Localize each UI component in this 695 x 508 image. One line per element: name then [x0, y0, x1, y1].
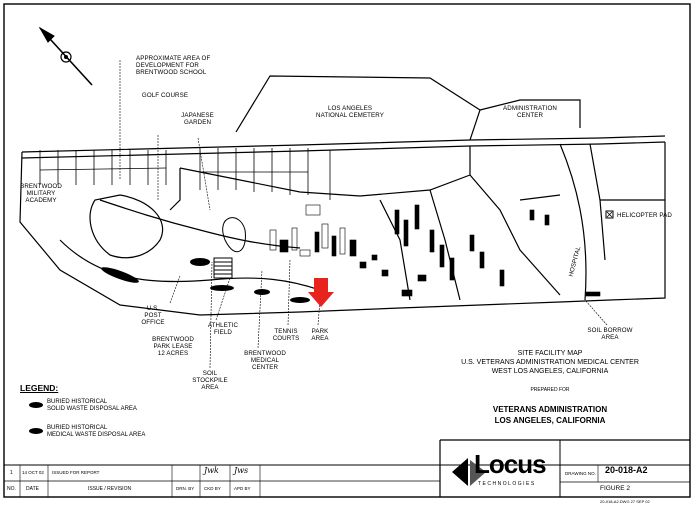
header-no: NO. [7, 486, 16, 492]
label-park-lease: BRENTWOOD PARK LEASE 12 ACRES [152, 336, 194, 357]
label-approximate-area: APPROXIMATE AREA OF DEVELOPMENT FOR BREN… [136, 55, 211, 76]
label-medical-center: BRENTWOOD MEDICAL CENTER [244, 350, 286, 371]
athletic-field [213, 217, 246, 279]
label-golf-course: GOLF COURSE [141, 92, 189, 99]
label-park-area: PARK AREA [311, 328, 329, 342]
sheet-border [3, 3, 691, 498]
initials-approved: Jws [234, 466, 249, 475]
label-brentwood-military: BRENTWOOD MILITARY ACADEMY [20, 183, 62, 204]
company-logo-subtitle: TECHNOLOGIES [478, 481, 536, 487]
figure-number: FIGURE 2 [600, 485, 630, 492]
north-arrow-icon [38, 26, 93, 86]
legend-medical-waste-symbol [29, 428, 43, 434]
label-admin-center: ADMINISTRATION CENTER [503, 105, 557, 119]
label-soil-borrow: SOIL BORROW AREA [587, 327, 633, 341]
title-block-frame [4, 439, 690, 497]
label-athletic-field: ATHLETIC FIELD [207, 322, 239, 336]
campus-buildings [269, 204, 601, 297]
header-ckd-by: CKD BY [204, 486, 221, 491]
rev-issue: ISSUED FOR REPORT [52, 470, 100, 475]
buried-waste-areas [101, 258, 310, 303]
golf-course-grid [39, 148, 331, 200]
title-client-1: VETERANS ADMINISTRATION [492, 405, 608, 414]
label-helicopter-pad: HELICOPTER PAD [617, 212, 672, 219]
rev-number: 1 [10, 470, 13, 476]
drawing-no-label: DRAWING NO. [565, 471, 596, 476]
title-line-2: U.S. VETERANS ADMINISTRATION MEDICAL CEN… [461, 359, 639, 366]
initials-checked: Jwk [204, 466, 219, 475]
header-apd-by: APD BY [234, 486, 251, 491]
company-logo: Locus [474, 449, 547, 479]
rev-date: 14 OCT 02 [22, 470, 44, 475]
header-date: DATE [26, 486, 39, 492]
label-tennis-courts: TENNIS COURTS [272, 328, 300, 342]
label-japanese-garden: JAPANESE GARDEN [181, 112, 214, 126]
map-title: SITE FACILITY MAP U.S. VETERANS ADMINIST… [440, 350, 660, 435]
title-line-3: WEST LOS ANGELES, CALIFORNIA [491, 368, 609, 375]
header-drn-by: DRN. BY [176, 486, 195, 491]
title-client-2: LOS ANGELES, CALIFORNIA [494, 416, 606, 425]
legend-title: LEGEND: [20, 383, 59, 393]
label-us-post-office: U.S. POST OFFICE [141, 305, 165, 326]
file-footer: 20-018-A2.DWG 27 SEP 02 [600, 499, 650, 504]
header-issue: ISSUE / REVISION [88, 486, 132, 492]
park-area-pointer-arrow [308, 278, 334, 307]
label-soil-stockpile: SOIL STOCKPILE AREA [192, 370, 228, 391]
legend-item-medical-waste: BURIED HISTORICAL MEDICAL WASTE DISPOSAL… [47, 425, 146, 438]
legend-solid-waste-symbol [29, 402, 43, 408]
locus-logo-icon [452, 458, 486, 486]
drawing-number: 20-018-A2 [605, 465, 648, 475]
label-la-cemetery: LOS ANGELES NATIONAL CEMETERY [316, 105, 384, 119]
legend-item-solid-waste: BURIED HISTORICAL SOLID WASTE DISPOSAL A… [47, 399, 137, 412]
title-prepared-for: PREPARED FOR [530, 387, 570, 393]
helicopter-pad-icon [605, 210, 614, 219]
label-leaders [119, 60, 608, 369]
title-line-1: SITE FACILITY MAP [517, 350, 583, 357]
